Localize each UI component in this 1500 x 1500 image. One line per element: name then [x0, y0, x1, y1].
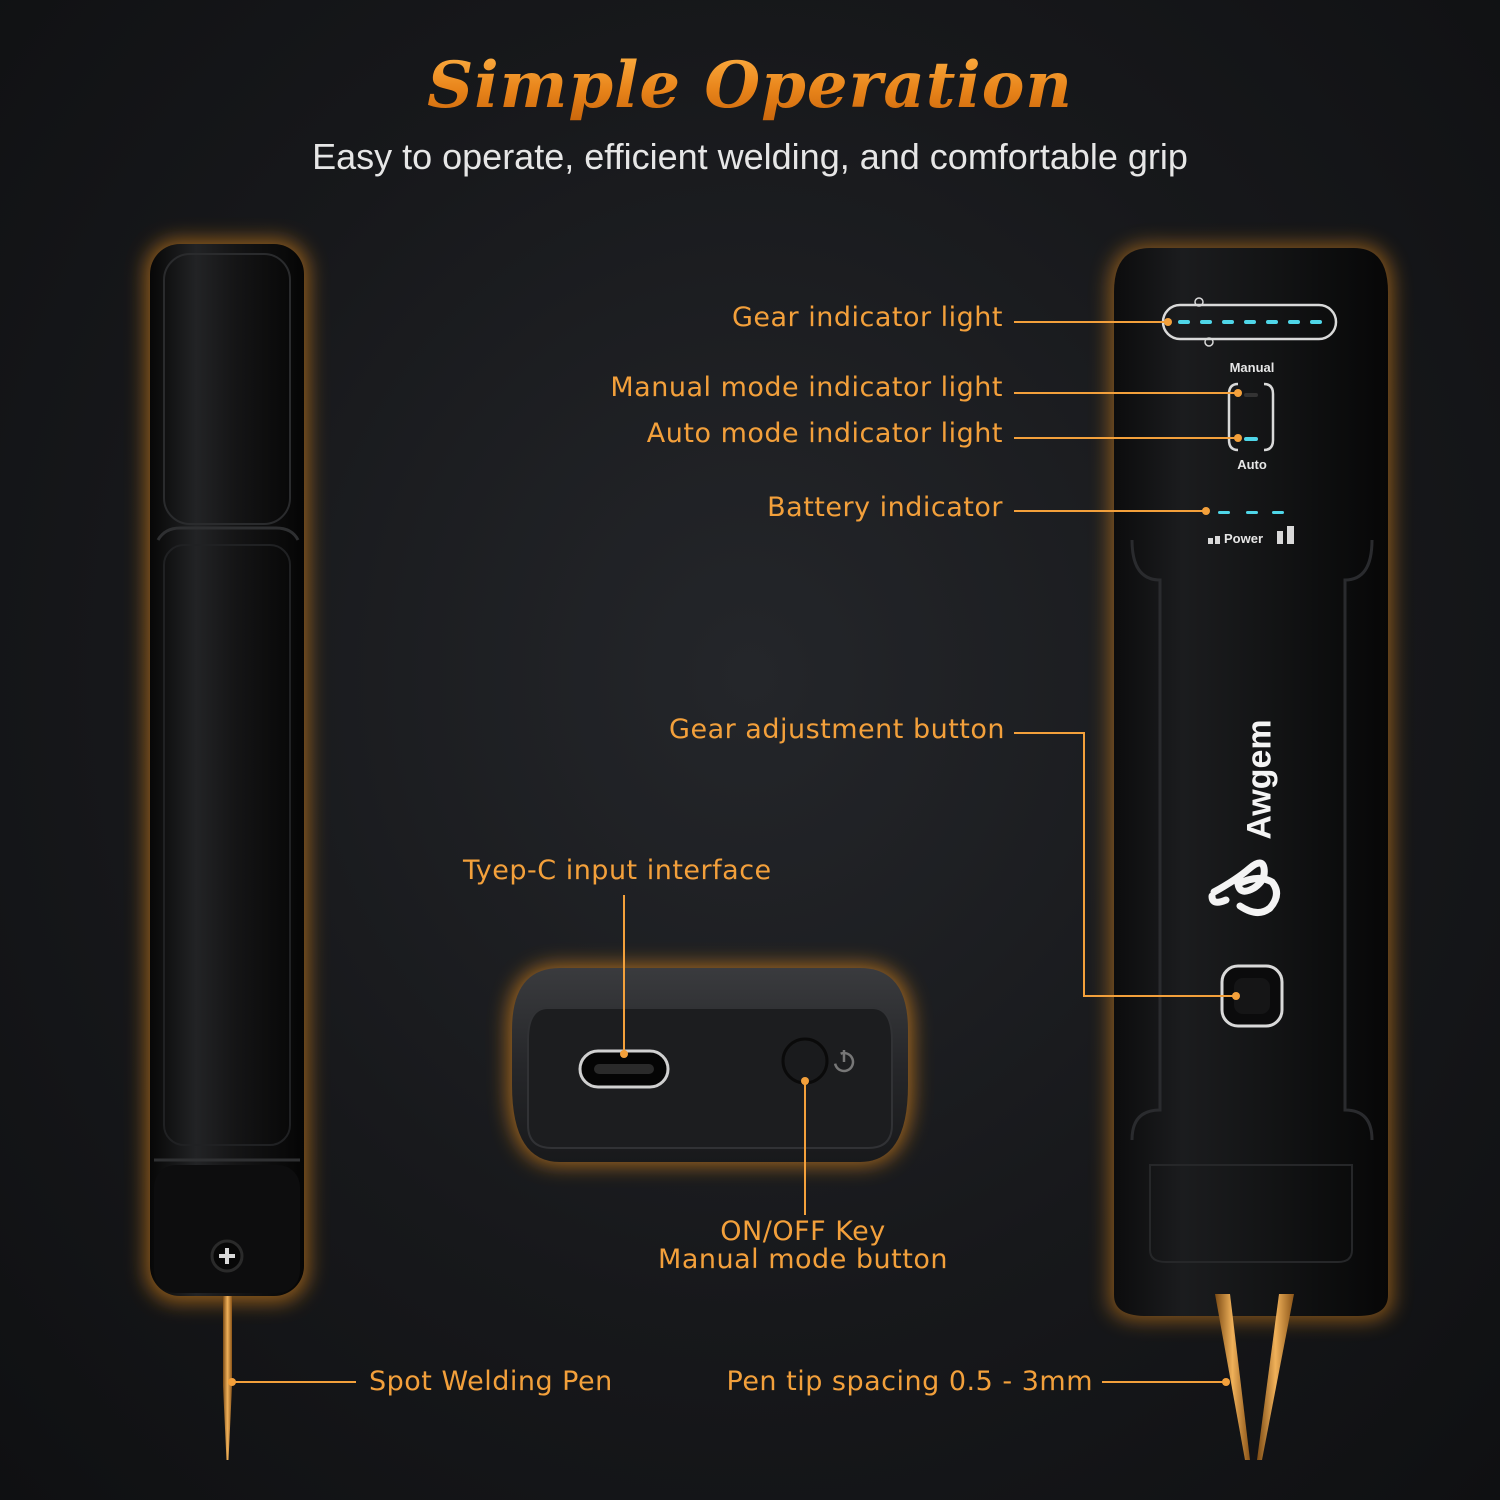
tip-spacing-callout: Pen tip spacing 0.5 - 3mm — [726, 1366, 1093, 1397]
page-title: Simple Operation — [0, 48, 1500, 123]
side-view-pen — [146, 240, 308, 1460]
brand-logo-text: Awgem — [1240, 719, 1279, 840]
battery-indicator-callout: Battery indicator — [767, 492, 1003, 523]
manual-indicator-callout: Manual mode indicator light — [610, 372, 1003, 403]
onoff-callout-line2: Manual mode button — [658, 1244, 948, 1275]
auto-label: Auto — [1237, 457, 1267, 472]
auto-indicator-callout: Auto mode indicator light — [646, 418, 1003, 449]
front-view-pen — [1110, 245, 1392, 1460]
power-label: Power — [1224, 531, 1264, 546]
end-cap-view — [508, 965, 912, 1165]
typec-callout: Tyep-C input interface — [463, 855, 772, 886]
callout-lines — [228, 318, 1242, 1386]
gear-indicator-callout: Gear indicator light — [731, 302, 1003, 333]
gear-button-callout: Gear adjustment button — [669, 714, 1005, 745]
manual-label: Manual — [1229, 360, 1275, 375]
spot-pen-callout: Spot Welding Pen — [369, 1366, 613, 1397]
page-subtitle: Easy to operate, efficient welding, and … — [312, 136, 1188, 177]
onoff-callout-line1: ON/OFF Key — [720, 1216, 886, 1247]
